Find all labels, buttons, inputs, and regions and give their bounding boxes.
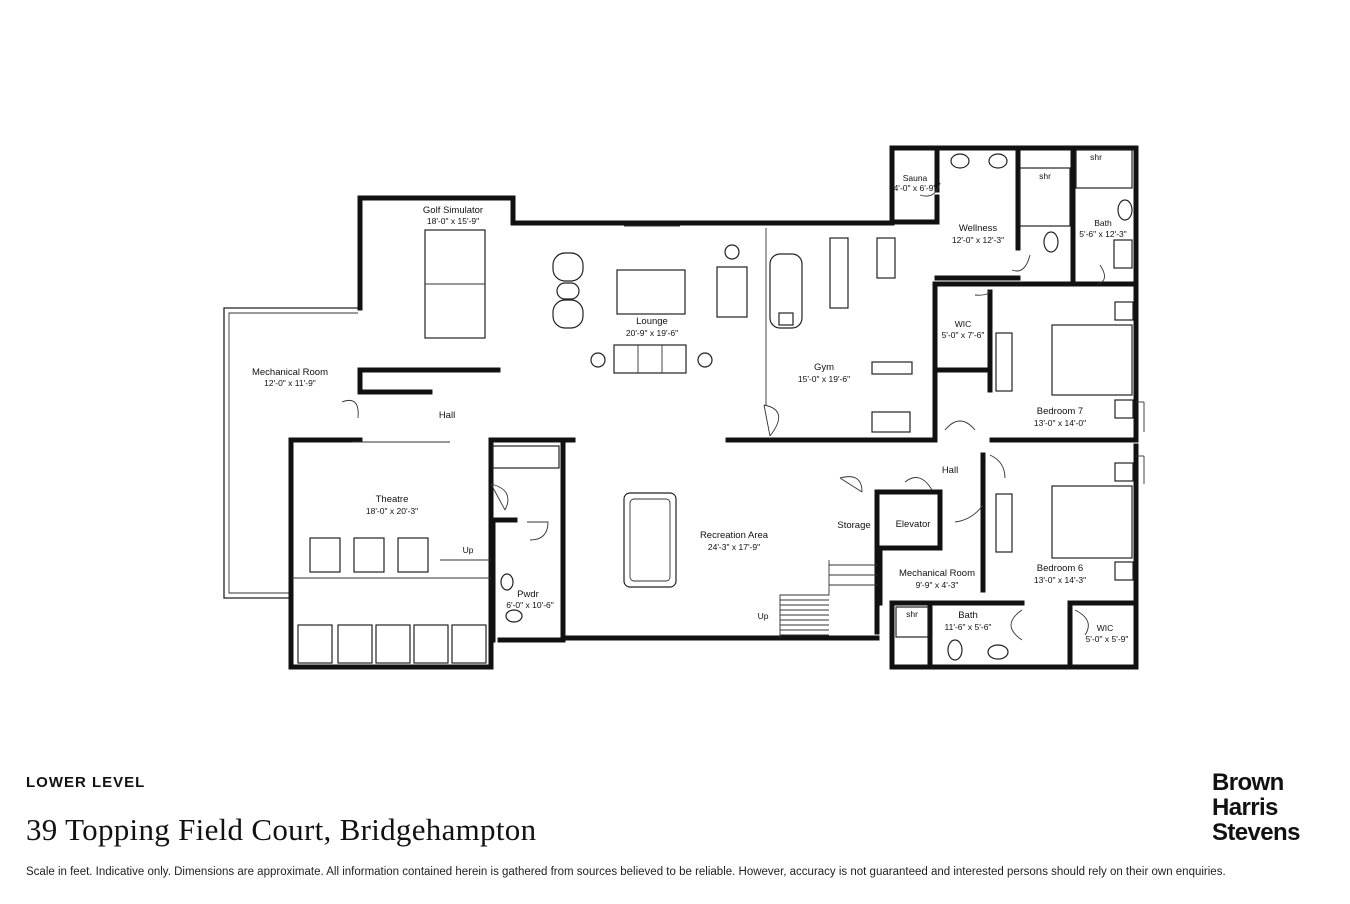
gym-dims: 15'-0" x 19'-6" [798,374,850,384]
bath-bottom-name: Bath [958,610,978,621]
property-address: 39 Topping Field Court, Bridgehampton [26,812,537,847]
recreation-name: Recreation Area [700,530,769,541]
pwdr-name: Pwdr [517,589,539,600]
storage-name: Storage [837,520,870,531]
golf-simulator-dims: 18'-0" x 15'-9" [427,216,479,226]
mech-left-dims: 12'-0" x 11'-9" [264,378,316,388]
mechanical-room-left-outline [223,307,359,599]
bedroom6-dims: 13'-0" x 14'-3" [1034,575,1086,585]
furniture [297,149,1134,664]
logo-line-2: Harris [1212,794,1278,821]
door-swings [490,182,1105,641]
disclaimer: Scale in feet. Indicative only. Dimensio… [26,866,1226,878]
wic-top-dims: 5'-0" x 7'-6" [942,330,985,340]
floor-plan: Golf Simulator 18'-0" x 15'-9" Lounge 20… [223,145,1145,670]
exterior-walls [288,145,1139,670]
hall-left-name: Hall [439,410,455,421]
mech-right-name: Mechanical Room [899,568,975,579]
gym-name: Gym [814,362,834,373]
wic-top-name: WIC [955,319,972,329]
mech-left-name: Mechanical Room [252,367,328,378]
pwdr-dims: 6'-0" x 10'-6" [506,600,554,610]
lounge-name: Lounge [636,316,668,327]
bedroom6-name: Bedroom 6 [1037,563,1083,574]
theatre-dims: 18'-0" x 20'-3" [366,506,418,516]
wellness-name: Wellness [959,223,998,234]
logo-line-3: Stevens [1212,819,1300,846]
sauna-dims: 4'-0" x 6'-9" [894,183,937,193]
wic-bottom-name: WIC [1097,623,1114,633]
room-labels: Golf Simulator 18'-0" x 15'-9" Lounge 20… [252,152,1128,644]
hall-right-name: Hall [942,465,958,476]
bedroom7-name: Bedroom 7 [1037,406,1083,417]
elevator-name: Elevator [896,519,931,530]
theatre-name: Theatre [376,494,409,505]
sauna-name: Sauna [903,173,928,183]
interior-lines [292,225,1145,638]
stair-up-label-main: Up [758,611,769,621]
bath-top-dims: 5'-6" x 12'-3" [1079,229,1127,239]
bath-top-name: Bath [1094,218,1112,228]
wellness-dims: 12'-0" x 12'-3" [952,235,1004,245]
golf-simulator-name: Golf Simulator [423,205,483,216]
mech-right-dims: 9'-9" x 4'-3" [916,580,959,590]
brand-logo: Brown Harris Stevens [1212,770,1300,845]
bath-bottom-dims: 11'-6" x 5'-6" [945,622,992,632]
logo-line-1: Brown [1212,769,1284,796]
shower-label-bath-top: shr [1090,152,1102,162]
level-title: LOWER LEVEL [26,774,146,791]
shower-label-wellness: shr [1039,171,1051,181]
shower-label-bath-bottom: shr [906,609,918,619]
wic-bottom-dims: 5'-0" x 5'-9" [1086,634,1129,644]
bedroom7-dims: 13'-0" x 14'-0" [1034,418,1086,428]
stair-up-label-theatre: Up [463,545,474,555]
recreation-dims: 24'-3" x 17'-9" [708,542,760,552]
lounge-dims: 20'-9" x 19'-6" [626,328,678,338]
